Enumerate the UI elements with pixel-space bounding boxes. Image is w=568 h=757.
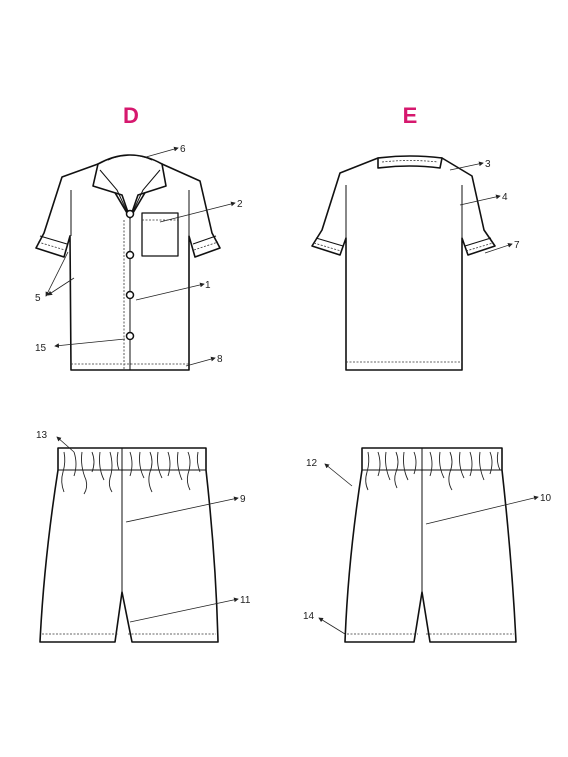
leader-8 — [185, 356, 216, 367]
shorts-front-body — [39, 447, 219, 643]
callout-14: 14 — [303, 611, 315, 622]
shirt-button — [125, 290, 135, 300]
leader-13 — [56, 436, 75, 453]
leader-7 — [484, 242, 513, 254]
callout-5: 5 — [35, 293, 41, 304]
leader-4 — [459, 194, 501, 206]
leader-15 — [54, 338, 126, 348]
view-letter-back: E — [403, 103, 418, 128]
leader-6 — [145, 146, 179, 158]
shirt-front-left-cuff — [39, 235, 68, 245]
callout-11: 11 — [240, 595, 251, 606]
callout-4: 4 — [502, 192, 508, 203]
view-letter-front: D — [123, 103, 139, 128]
shirt-front — [35, 154, 221, 371]
shirt-button — [125, 331, 135, 341]
leader-lines — [45, 146, 539, 635]
callout-7: 7 — [514, 240, 520, 251]
callout-1: 1 — [205, 280, 211, 291]
callout-6: 6 — [180, 144, 186, 155]
leader-2 — [159, 201, 236, 223]
leader-10 — [425, 495, 539, 525]
leader-5b — [47, 277, 75, 296]
leader-3 — [449, 161, 484, 171]
shirt-back — [311, 155, 496, 371]
callout-10: 10 — [540, 493, 552, 504]
callout-15: 15 — [35, 343, 47, 354]
leader-11 — [129, 597, 239, 623]
shirt-button — [125, 250, 135, 260]
callout-3: 3 — [485, 159, 491, 170]
leader-9 — [125, 496, 239, 523]
leader-14 — [318, 617, 346, 635]
callout-2: 2 — [237, 199, 243, 210]
shorts-back — [344, 447, 517, 643]
shorts-back-body — [344, 447, 517, 643]
shorts-front — [39, 447, 219, 643]
leader-5a — [45, 251, 69, 297]
callout-9: 9 — [240, 494, 246, 505]
shirt-front-right-cuff — [192, 235, 217, 245]
shirt-back-left-cuff — [315, 237, 344, 247]
shirt-front-pocket — [141, 212, 179, 257]
shirt-back-body — [311, 157, 496, 371]
leader-12 — [324, 463, 353, 487]
shirt-back-collar — [377, 155, 443, 169]
shirt-button — [125, 209, 135, 219]
callout-numbers: 1 2 3 4 5 6 7 8 9 10 11 12 13 14 15 — [35, 144, 552, 622]
shirt-back-right-cuff — [464, 237, 492, 247]
callout-8: 8 — [217, 354, 223, 365]
callout-12: 12 — [306, 458, 318, 469]
leader-1 — [135, 282, 205, 301]
callout-13: 13 — [36, 430, 48, 441]
